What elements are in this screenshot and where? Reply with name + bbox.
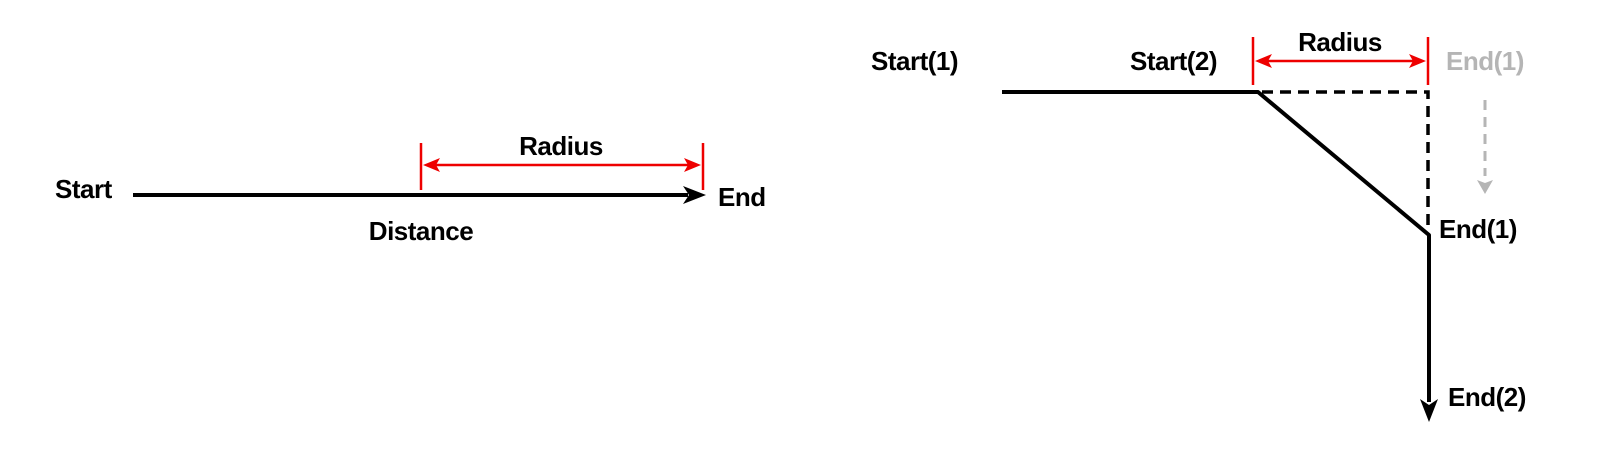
turn-path-line — [1002, 90, 1431, 402]
radius-label-right: Radius — [1298, 27, 1382, 57]
construction-dashed-line — [1262, 90, 1430, 232]
start2-label: Start(2) — [1130, 46, 1218, 76]
radius2-arrowhead-right-icon — [1409, 54, 1426, 68]
radius2-arrowhead-left-icon — [1255, 54, 1272, 68]
end2-label: End(2) — [1448, 382, 1526, 412]
end1-label: End(1) — [1439, 214, 1517, 244]
end1-ghost-label: End(1) — [1446, 46, 1524, 76]
start-label: Start — [55, 174, 112, 204]
start1-label: Start(1) — [871, 46, 959, 76]
ghost-drop-arrowhead-icon — [1477, 180, 1493, 194]
end-label: End — [718, 182, 766, 212]
radius-label-left: Radius — [519, 131, 603, 161]
distance-arrowhead-icon — [683, 186, 706, 204]
radius-arrowhead-right-icon — [684, 158, 701, 172]
right-turn-diagram — [1002, 37, 1493, 422]
left-distance-diagram — [133, 143, 706, 204]
distance-label: Distance — [368, 216, 474, 246]
turn-path-arrowhead-icon — [1420, 399, 1438, 422]
radius-arrowhead-left-icon — [423, 158, 440, 172]
